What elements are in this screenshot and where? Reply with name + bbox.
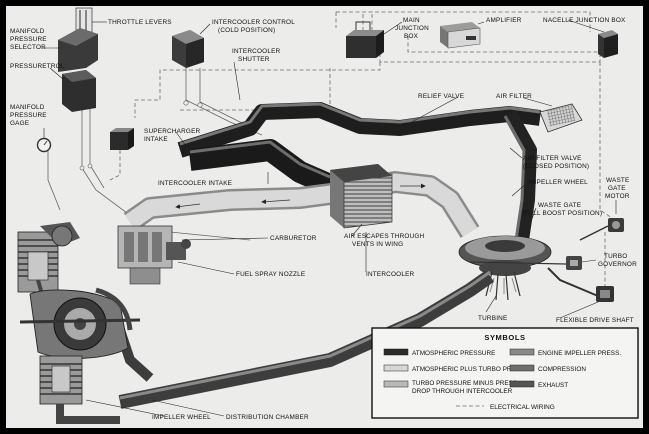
intercooler-intake-duct	[188, 139, 335, 196]
label-supercharger-intake-1: SUPERCHARGER	[144, 128, 201, 135]
legend-turbo-minus-drop-2: DROP THROUGH INTERCOOLER	[412, 388, 513, 395]
label-air-filter: AIR FILTER	[496, 93, 532, 100]
legend-exhaust: EXHAUST	[538, 382, 568, 389]
label-relief-valve: RELIEF VALVE	[418, 93, 464, 100]
legend-title: SYMBOLS	[484, 333, 525, 342]
label-intercooler-control-2: (COLD POSITION)	[218, 27, 275, 34]
label-intercooler-shutter-2: SHUTTER	[238, 56, 270, 63]
label-manifold-pressure-selector-3: SELECTOR	[10, 44, 46, 51]
label-manifold-pressure-selector-2: PRESSURE	[10, 36, 47, 43]
label-supercharger-intake-2: INTAKE	[144, 136, 168, 143]
label-amplifier: AMPLIFIER	[486, 17, 522, 24]
manifold-pressure-gage	[36, 137, 52, 153]
carburetor-assembly	[117, 225, 191, 285]
label-nacelle-junction-box: NACELLE JUNCTION BOX	[543, 17, 626, 24]
legend-engine-impeller-press: ENGINE IMPELLER PRESS.	[538, 350, 621, 357]
pressuretrol-box	[110, 128, 134, 150]
legend-swatch-turbo-minus-drop	[383, 380, 409, 388]
component-labels: THROTTLE LEVERS MANIFOLD PRESSURE SELECT…	[10, 17, 637, 421]
label-waste-gate-motor-3: MOTOR	[605, 193, 630, 200]
label-intercooler-control-1: INTERCOOLER CONTROL	[212, 19, 295, 26]
label-flexible-drive-shaft: FLEXIBLE DRIVE SHAFT	[556, 317, 634, 324]
intercooler-core	[330, 164, 393, 229]
label-turbo-governor-1: TURBO	[604, 253, 627, 260]
label-carburetor: CARBURETOR	[270, 235, 317, 242]
label-air-filter-valve-2: (CLOSED POSITION)	[523, 163, 589, 170]
label-impeller-wheel-bottom: IMPELLER WHEEL	[152, 414, 211, 421]
label-waste-gate-motor-2: GATE	[608, 185, 626, 192]
legend-turbo-minus-drop-1: TURBO PRESSURE MINUS PRESS.	[412, 380, 519, 387]
label-intercooler-intake: INTERCOOLER INTAKE	[158, 180, 232, 187]
diagram-panel: THROTTLE LEVERS MANIFOLD PRESSURE SELECT…	[6, 6, 643, 428]
turbo-pressure-duct	[123, 171, 480, 238]
label-impeller-wheel-top: IMPELLER WHEEL	[529, 179, 588, 186]
label-manifold-pressure-gage-3: GAGE	[10, 120, 29, 127]
legend-atmospheric-pressure: ATMOSPHERIC PRESSURE	[412, 350, 495, 357]
turbosupercharger	[458, 235, 552, 301]
nacelle-junction-box	[598, 30, 618, 58]
label-turbine: TURBINE	[478, 315, 507, 322]
label-fuel-spray-nozzle: FUEL SPRAY NOZZLE	[236, 271, 305, 278]
label-main-junction-box-2: JUNCTION	[395, 25, 429, 32]
label-waste-gate-2: (FULL BOOST POSITION)	[522, 210, 602, 217]
turbo-governor-unit	[566, 256, 582, 270]
legend-swatch-atmospheric-plus-turbo	[383, 364, 409, 372]
flexible-drive-shaft	[547, 267, 614, 302]
symbols-legend: SYMBOLS ATMOSPHERIC PRESSURE ATMOSPHERIC…	[371, 327, 639, 419]
label-air-escapes-1: AIR ESCAPES THROUGH	[344, 233, 425, 240]
leader-lines	[42, 19, 617, 417]
label-air-filter-valve-1: AIR FILTER VALVE	[523, 155, 582, 162]
legend-swatch-exhaust	[509, 380, 535, 388]
crankcase	[19, 287, 141, 359]
label-manifold-pressure-selector-1: MANIFOLD	[10, 28, 45, 35]
lower-cylinder	[39, 355, 120, 424]
label-pressuretrol: PRESSURETROL	[10, 63, 65, 70]
atmospheric-air-duct	[177, 102, 542, 242]
intercooler-control-unit	[172, 30, 204, 68]
label-waste-gate-1: WASTE GATE	[538, 202, 581, 209]
air-filter-housing	[539, 103, 583, 133]
turbo-system-diagram: THROTTLE LEVERS MANIFOLD PRESSURE SELECT…	[10, 7, 639, 424]
legend-compression: COMPRESSION	[538, 366, 586, 373]
legend-swatch-engine-impeller	[509, 348, 535, 356]
waste-gate-motor	[579, 218, 624, 241]
legend-swatch-compression	[509, 364, 535, 372]
label-main-junction-box-1: MAIN	[403, 17, 420, 24]
label-waste-gate-motor-1: WASTE	[606, 177, 630, 184]
label-intercooler: INTERCOOLER	[366, 271, 415, 278]
legend-swatch-atmospheric	[383, 348, 409, 356]
amplifier-unit	[440, 22, 481, 49]
label-main-junction-box-3: BOX	[404, 33, 419, 40]
label-manifold-pressure-gage-2: PRESSURE	[10, 112, 47, 119]
label-manifold-pressure-gage-1: MANIFOLD	[10, 104, 45, 111]
label-intercooler-shutter-1: INTERCOOLER	[232, 48, 281, 55]
label-turbo-governor-2: GOVERNOR	[598, 261, 637, 268]
legend-electrical-wiring: ELECTRICAL WIRING	[490, 404, 555, 411]
governor-shaft	[469, 261, 567, 265]
label-distribution-chamber: DISTRIBUTION CHAMBER	[226, 414, 309, 421]
label-throttle-levers: THROTTLE LEVERS	[108, 19, 172, 26]
legend-atmospheric-plus-turbo: ATMOSPHERIC PLUS TURBO PRESS.	[412, 366, 526, 373]
throttle-quadrant	[58, 7, 98, 112]
label-air-escapes-2: VENTS IN WING	[352, 241, 403, 248]
main-junction-box	[346, 21, 384, 58]
